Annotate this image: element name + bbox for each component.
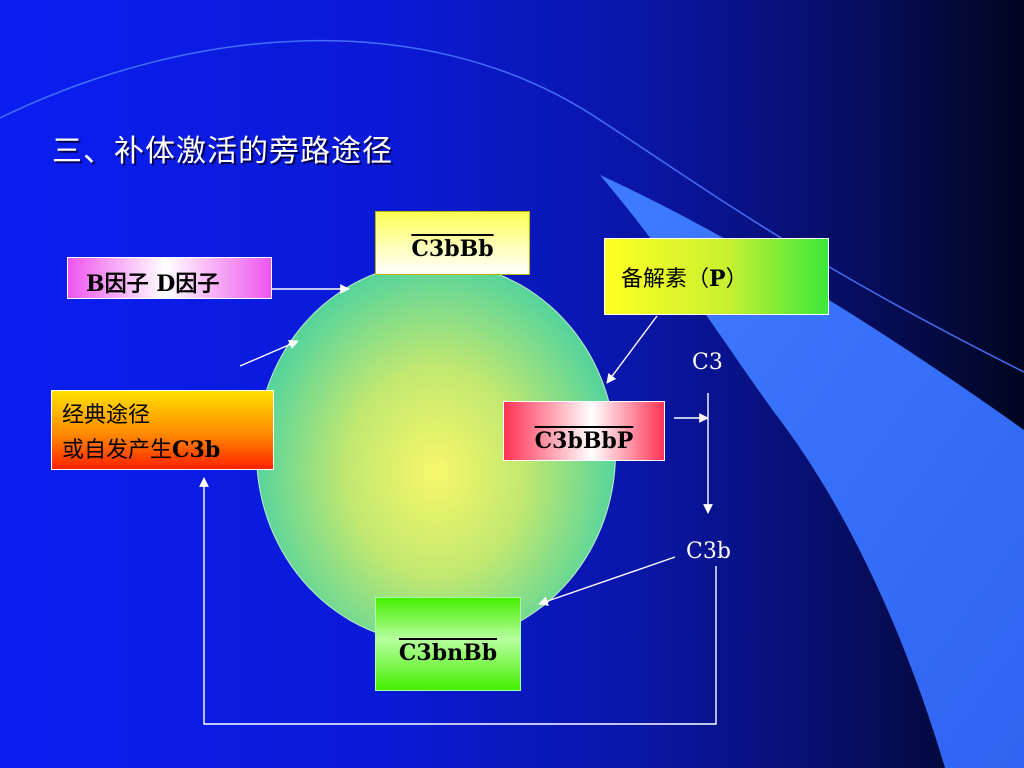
classical-line-2-text: 或自发产生 [62,438,173,463]
classical-pathway-box: 经典途径 或自发产生C3b [51,390,274,470]
c3bbb-label: C3bBb [411,236,494,262]
classical-line-2: 或自发产生C3b [62,433,273,468]
c3bbbp-box: C3bBbP [503,401,665,461]
c3b-label: C3b [686,539,731,564]
factors-label: B因子 D因子 [86,271,220,297]
classical-line-2-symbol: C3b [172,437,221,463]
properdin-box: 备解素（P） [604,238,829,315]
c3-label: C3 [692,350,723,375]
c3bbbp-label: C3bBbP [534,428,634,454]
c3bnbb-label: C3bnBb [398,640,498,666]
c3bbb-convertase-box: C3bBb [375,211,530,275]
factor-b-d-box: B因子 D因子 [67,257,272,299]
classical-line-1: 经典途径 [62,403,151,428]
properdin-symbol: P [709,266,726,292]
c3bnbb-box: C3bnBb [375,597,521,691]
slide-title: 三、补体激活的旁路途径 [52,134,393,169]
properdin-close: ） [725,267,748,292]
properdin-label: 备解素（ [621,267,710,292]
